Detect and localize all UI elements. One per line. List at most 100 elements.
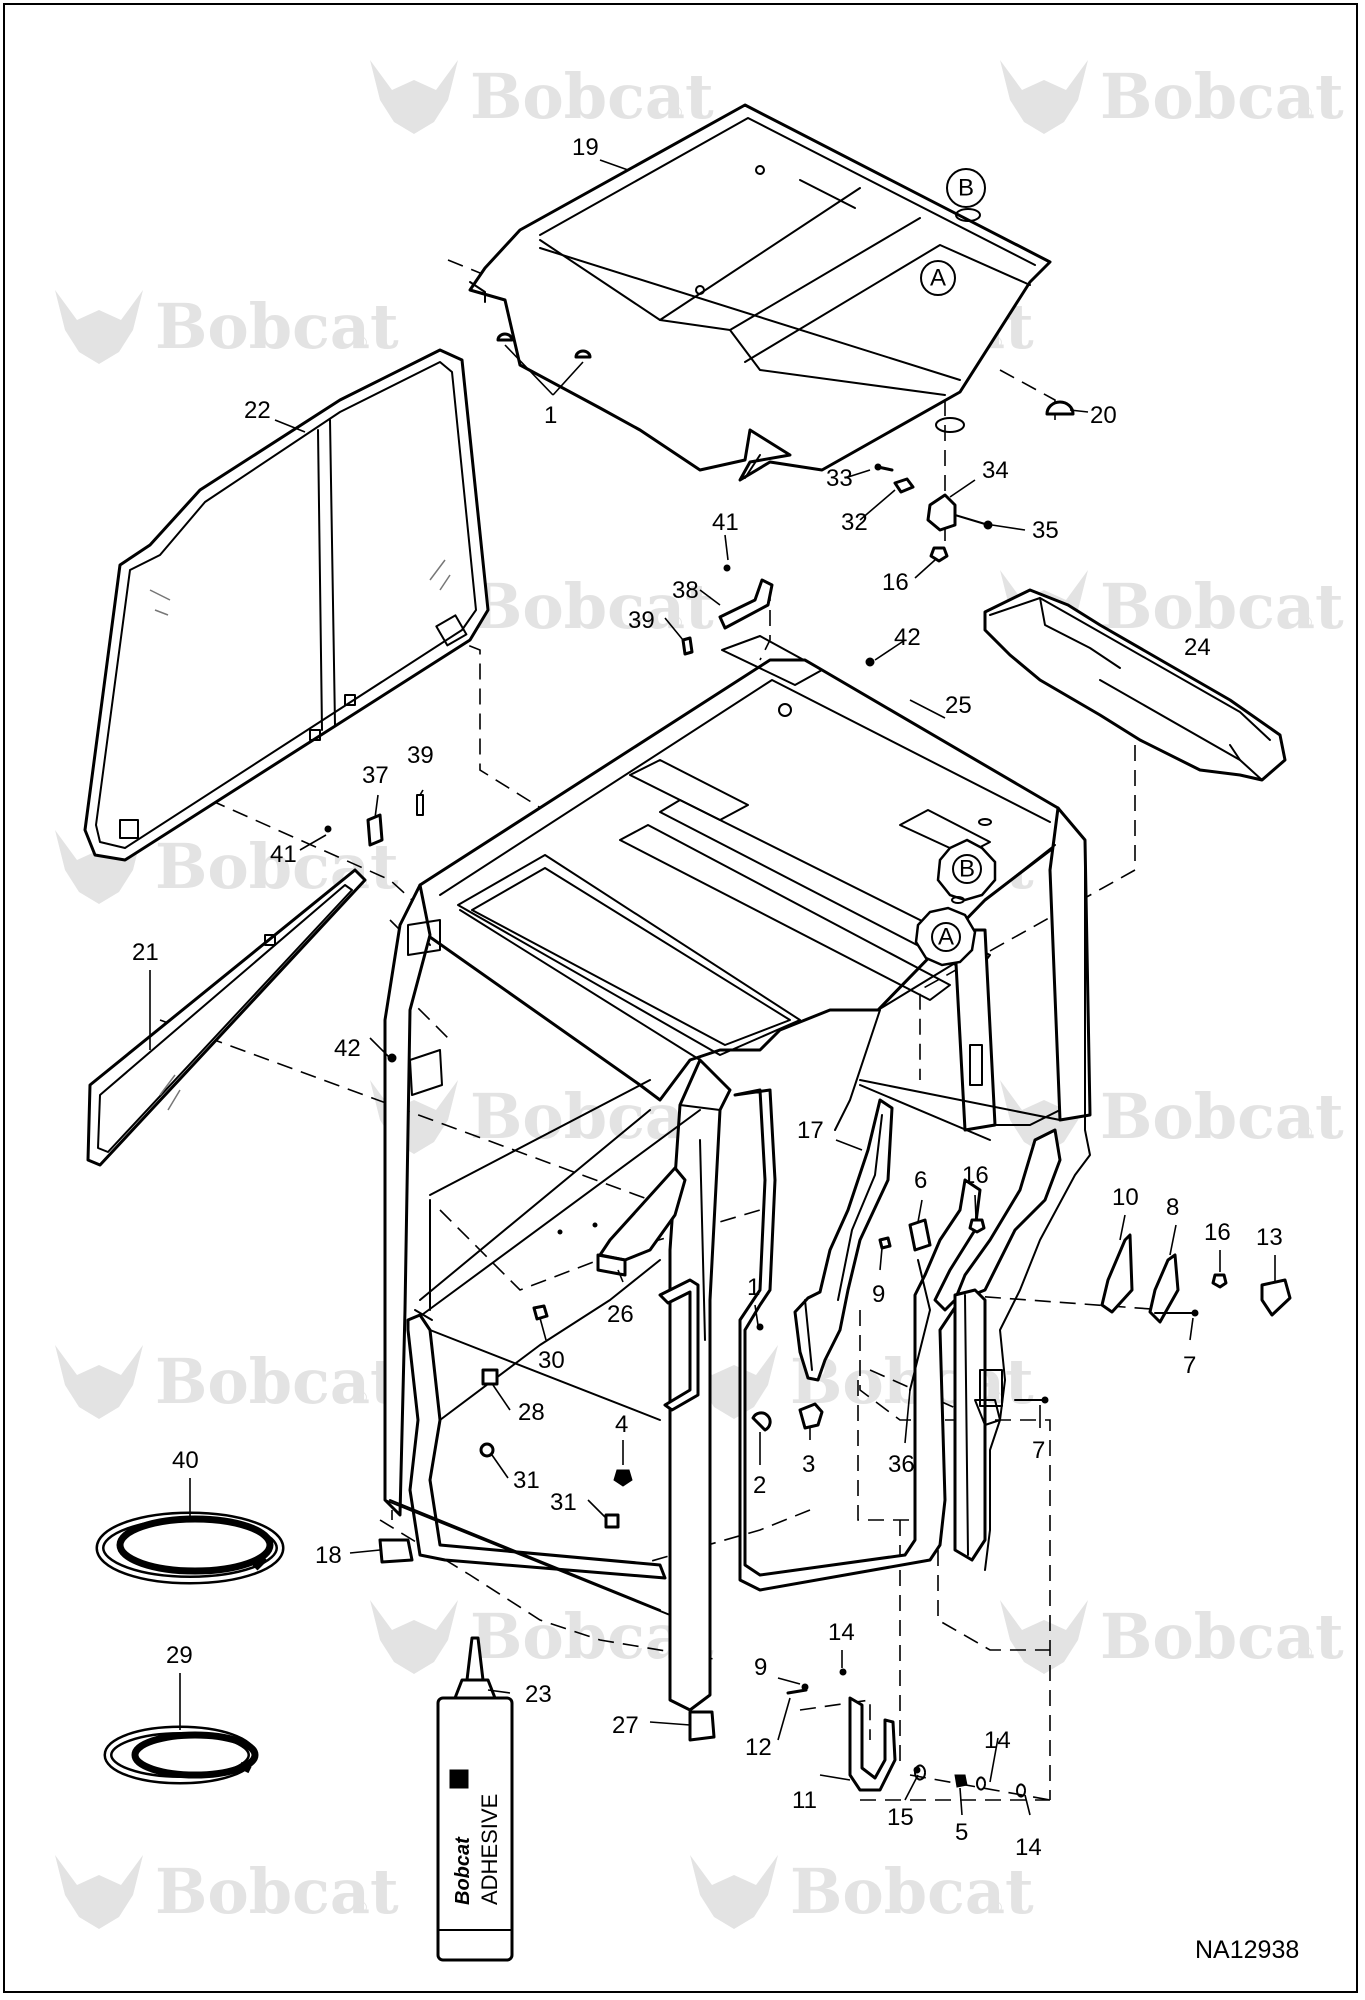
svg-text:Bobcat: Bobcat <box>1100 1600 1344 1673</box>
label-9: 9 <box>872 1281 885 1308</box>
label-41b: 41 <box>270 841 297 868</box>
leader-lines <box>149 159 1276 1816</box>
sliding-window-part-22 <box>83 348 490 862</box>
tray-part-24 <box>983 588 1287 782</box>
latch-part-6 <box>908 1218 932 1252</box>
label-39b: 39 <box>407 742 434 769</box>
grommet-part-31 <box>479 1442 495 1458</box>
svg-text:Bobcat: Bobcat <box>1100 60 1344 133</box>
svg-text:®: ® <box>668 613 684 632</box>
label-8: 8 <box>1166 1194 1179 1221</box>
seal-coil-part-29 <box>103 1725 259 1785</box>
callout-b-cab: B <box>936 818 997 902</box>
adhesive-tube-part-23: Bobcat ADHESIVE <box>436 1636 514 1962</box>
grommet-part-31 <box>604 1513 620 1529</box>
watermark: Bobcat ® <box>370 1080 714 1154</box>
label-31: 31 <box>513 1467 540 1494</box>
label-27: 27 <box>612 1712 639 1739</box>
label-18: 18 <box>315 1542 342 1569</box>
svg-text:A: A <box>930 265 946 292</box>
bracket-part-37 <box>366 813 384 847</box>
label-28: 28 <box>518 1399 545 1426</box>
svg-text:Bobcat: Bobcat <box>790 1855 1034 1928</box>
pad-part-27 <box>688 1710 716 1742</box>
label-17: 17 <box>797 1117 824 1144</box>
nut-part-4 <box>613 1469 633 1487</box>
washer-part-15 <box>914 1764 926 1781</box>
cab-frame-part-25 <box>383 635 1092 1712</box>
svg-text:Bobcat: Bobcat <box>1100 1080 1344 1153</box>
bracket-part-17 <box>793 1098 894 1382</box>
callouts: A B B A <box>914 168 997 967</box>
label-42b: 42 <box>334 1035 361 1062</box>
svg-text:B: B <box>958 175 974 202</box>
bracket-part-38 <box>718 578 774 630</box>
label-5: 5 <box>955 1819 968 1846</box>
callout-a-roof: A <box>920 260 956 296</box>
latch-part-34 <box>926 493 957 532</box>
spacer-part-32 <box>893 477 915 494</box>
label-31b: 31 <box>550 1489 577 1516</box>
label-3: 3 <box>802 1451 815 1478</box>
fastener-part-1 <box>496 332 514 342</box>
watermark: Bobcat ® <box>55 1855 399 1929</box>
svg-text:Bobcat: Bobcat <box>470 570 714 643</box>
ring-part-14 <box>976 1776 986 1791</box>
label-34: 34 <box>982 457 1009 484</box>
svg-text:Bobcat: Bobcat <box>470 60 714 133</box>
label-15: 15 <box>887 1804 914 1831</box>
svg-text:Bobcat: Bobcat <box>155 1855 399 1928</box>
washer-part-9 <box>878 1236 892 1250</box>
nut-part-16 <box>929 546 949 563</box>
clip-part-2 <box>751 1411 772 1432</box>
svg-text:®: ® <box>353 1898 369 1917</box>
label-9b: 9 <box>754 1654 767 1681</box>
label-16b: 16 <box>962 1162 989 1189</box>
label-39: 39 <box>628 607 655 634</box>
label-33: 33 <box>826 465 853 492</box>
label-1b: 1 <box>747 1274 760 1301</box>
svg-text:®: ® <box>353 1388 369 1407</box>
label-26: 26 <box>607 1301 634 1328</box>
svg-text:®: ® <box>988 1388 1004 1407</box>
watermark: Bobcat ® <box>370 60 714 134</box>
adhesive-text: ADHESIVE <box>477 1794 502 1905</box>
quarter-window-part-21 <box>86 868 367 1167</box>
ring-part-14 <box>1016 1783 1026 1798</box>
pin-part-39 <box>681 636 694 656</box>
label-40: 40 <box>172 1447 199 1474</box>
plate-part-8 <box>1148 1253 1180 1324</box>
label-14b: 14 <box>984 1727 1011 1754</box>
label-30: 30 <box>538 1347 565 1374</box>
label-23: 23 <box>525 1681 552 1708</box>
label-22: 22 <box>244 397 271 424</box>
svg-text:Bobcat: Bobcat <box>470 1080 714 1153</box>
svg-text:Bobcat: Bobcat <box>155 1345 399 1418</box>
label-2: 2 <box>753 1472 766 1499</box>
watermark: Bobcat ® <box>55 290 399 364</box>
fastener-part-1 <box>574 349 592 359</box>
adhesive-brand: Bobcat <box>452 1836 474 1905</box>
label-16: 16 <box>882 569 909 596</box>
callout-a-cab: A <box>914 896 977 967</box>
hook-part-11 <box>848 1696 897 1792</box>
bushing-part-5 <box>954 1774 968 1788</box>
label-4: 4 <box>615 1411 628 1438</box>
pin-part-3 <box>798 1402 824 1430</box>
plug-part-30 <box>532 1304 549 1321</box>
label-14c: 14 <box>1015 1834 1042 1861</box>
label-24: 24 <box>1184 634 1211 661</box>
label-16c: 16 <box>1204 1219 1231 1246</box>
label-1: 1 <box>544 402 557 429</box>
svg-text:®: ® <box>1298 103 1314 122</box>
svg-text:®: ® <box>668 103 684 122</box>
pad-part-28 <box>481 1368 499 1386</box>
label-10: 10 <box>1112 1184 1139 1211</box>
label-29: 29 <box>166 1642 193 1669</box>
label-32: 32 <box>841 509 868 536</box>
watermark: Bobcat ® <box>1000 1600 1344 1674</box>
label-25: 25 <box>945 692 972 719</box>
plate-part-10 <box>1100 1233 1134 1314</box>
svg-text:®: ® <box>1298 613 1314 632</box>
label-36: 36 <box>888 1451 915 1478</box>
